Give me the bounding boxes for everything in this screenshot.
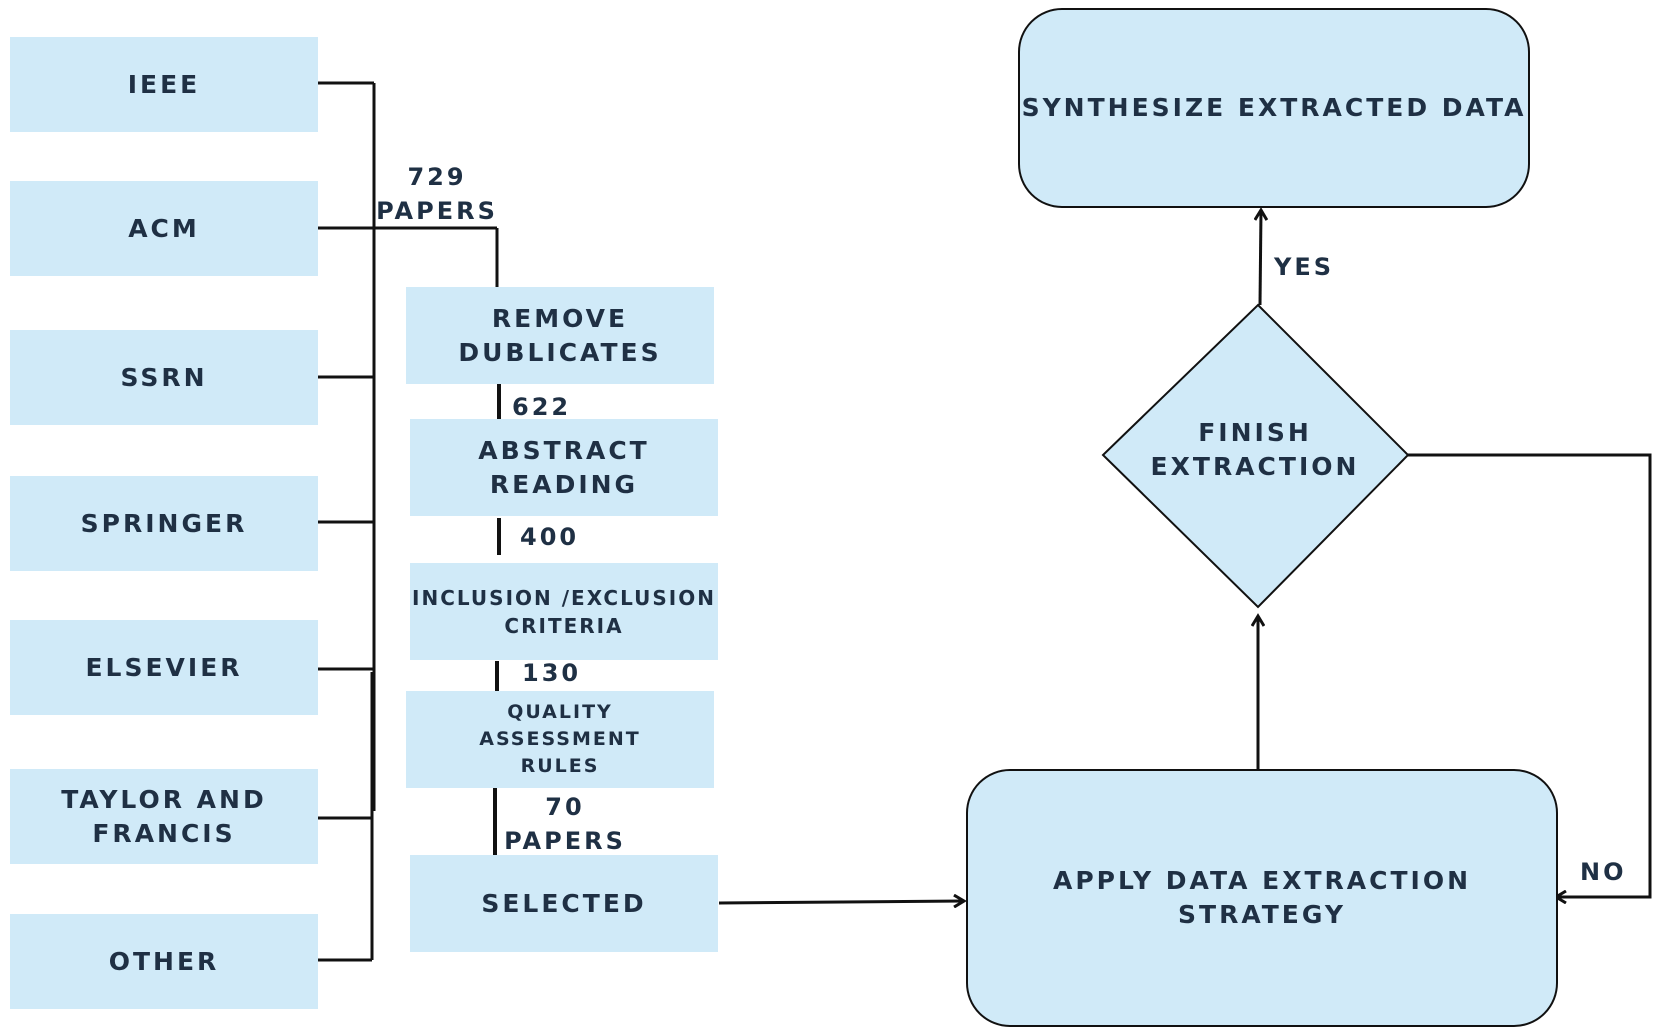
no-arrow	[1408, 453, 1652, 897]
decision-label-line-2: EXTRACTION	[1150, 452, 1360, 481]
step-label-line-1: ABSTRACT	[478, 435, 650, 465]
decision-label: FINISH EXTRACTION	[1115, 416, 1395, 484]
step-inclusion-exclusion-criteria: INCLUSION /EXCLUSION CRITERIA	[410, 563, 718, 660]
step-label-line-2: DUBLICATES	[458, 337, 662, 367]
source-ieee: IEEE	[10, 37, 318, 132]
count-after-abstract-value: 400	[520, 523, 580, 551]
step-label-line-1: QUALITY	[507, 701, 613, 723]
count-after-dedup-value: 622	[512, 393, 572, 421]
source-label: ELSEVIER	[85, 652, 243, 682]
count-final: 70 PAPERS	[500, 790, 630, 858]
source-elsevier: ELSEVIER	[10, 620, 318, 715]
step-label-line-2: CRITERIA	[504, 613, 624, 638]
apply-label-line-1: APPLY DATA EXTRACTION	[1052, 866, 1472, 895]
no-label: NO	[1580, 855, 1627, 889]
count-after-dedup: 622	[512, 390, 571, 424]
step-quality-assessment-rules: QUALITY ASSESSMENT RULES	[406, 691, 714, 788]
synthesize-label: SYNTHESIZE EXTRACTED DATA	[1021, 93, 1527, 122]
source-label: ACM	[128, 213, 200, 243]
source-label-line-2: FRANCIS	[92, 818, 236, 848]
step-abstract-reading: ABSTRACT READING	[410, 419, 718, 516]
pipeline-connectors	[493, 384, 501, 855]
source-ssrn: SSRN	[10, 330, 318, 425]
source-label: OTHER	[108, 946, 220, 976]
step-label: SELECTED	[481, 888, 647, 918]
source-acm: ACM	[10, 181, 318, 276]
step-label-line-2: READING	[489, 469, 639, 499]
step-label-line-3: RULES	[520, 755, 600, 777]
count-total-unit: PAPERS	[376, 197, 498, 225]
synthesize-extracted-data: SYNTHESIZE EXTRACTED DATA	[1018, 8, 1530, 208]
apply-data-extraction-strategy: APPLY DATA EXTRACTION STRATEGY	[966, 769, 1558, 1027]
count-after-criteria-value: 130	[522, 659, 582, 687]
source-label: SSRN	[120, 362, 208, 392]
count-final-number: 70	[545, 793, 585, 821]
yes-label-text: YES	[1274, 253, 1335, 281]
decision-diamond	[1101, 303, 1410, 609]
yes-arrow	[1260, 210, 1261, 306]
no-label-text: NO	[1580, 858, 1627, 886]
selected-to-apply-arrow	[718, 901, 964, 903]
count-final-unit: PAPERS	[504, 827, 626, 855]
step-label-line-1: INCLUSION /EXCLUSION	[412, 585, 716, 610]
step-remove-duplicates: REMOVE DUBLICATES	[406, 287, 714, 384]
source-label: SPRINGER	[80, 508, 248, 538]
source-springer: SPRINGER	[10, 476, 318, 571]
count-after-abstract: 400	[520, 520, 579, 554]
step-label-line-1: REMOVE	[491, 303, 629, 333]
count-total-number: 729	[407, 163, 467, 191]
decision-label-line-1: FINISH	[1198, 418, 1312, 447]
source-taylor-and-francis: TAYLOR AND FRANCIS	[10, 769, 318, 864]
count-total: 729 PAPERS	[372, 160, 502, 228]
source-label-line-1: TAYLOR AND	[61, 784, 267, 814]
yes-label: YES	[1274, 250, 1334, 284]
step-selected: SELECTED	[410, 855, 718, 952]
count-after-criteria: 130	[522, 656, 581, 690]
source-label: IEEE	[127, 69, 201, 99]
apply-label-line-2: STRATEGY	[1178, 900, 1346, 929]
source-bracket	[318, 81, 499, 962]
source-other: OTHER	[10, 914, 318, 1009]
step-label-line-2: ASSESSMENT	[479, 728, 641, 750]
